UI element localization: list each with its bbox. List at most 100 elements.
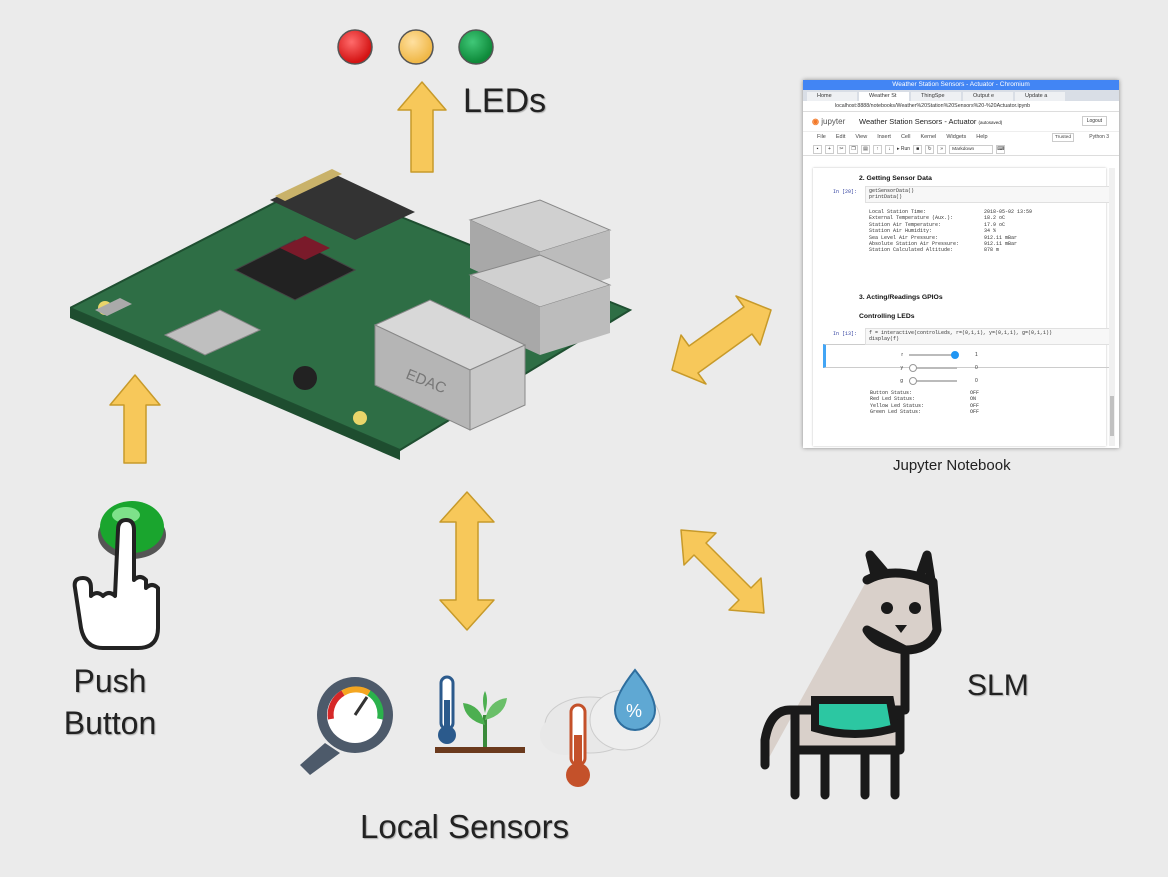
jupyter-notebook-window: Weather Station Sensors - Actuator - Chr… <box>803 80 1119 448</box>
copy-icon[interactable]: ❐ <box>849 144 858 154</box>
logout-button[interactable]: Logout <box>1081 116 1107 126</box>
jupyter-header: ◉ jupyter Weather Station Sensors - Actu… <box>803 112 1119 132</box>
push-label-line2: Button <box>63 705 157 741</box>
notebook-toolbar: ▪ + ✂ ❐ ▤ ↑ ↓ ▸ Run ■ ↻ » Markdown ⌨ <box>803 143 1119 156</box>
push-button-label: Push Button <box>50 660 170 744</box>
cut-icon[interactable]: ✂ <box>837 144 846 154</box>
jupyter-logo[interactable]: ◉ jupyter <box>812 117 846 126</box>
autosave-status: (autosaved) <box>978 120 1003 125</box>
notebook-title[interactable]: Weather Station Sensors - Actuator (auto… <box>859 117 1002 126</box>
jupyter-notebook-caption: Jupyter Notebook <box>893 457 1011 474</box>
menu-cell[interactable]: Cell <box>900 134 911 140</box>
cell1-code-line2: printData() <box>869 194 903 201</box>
leds-label: LEDs <box>463 82 547 120</box>
menu-view[interactable]: View <box>855 134 868 140</box>
tab-output[interactable]: Output e <box>963 92 1013 101</box>
arrow-board-jupyter <box>671 295 772 385</box>
trusted-badge[interactable]: Trusted <box>1051 133 1074 142</box>
output-row: External Temperature (Aux.):18.2 oC <box>869 215 1006 222</box>
push-label-line1: Push <box>73 663 147 699</box>
green-led <box>458 29 494 65</box>
led-status-output: Button Status:OFF Red Led Status:ON Yell… <box>870 390 979 416</box>
slider-track[interactable] <box>909 364 957 372</box>
slider-track[interactable] <box>909 351 959 359</box>
restart-icon[interactable]: ↻ <box>925 144 935 154</box>
slider-y[interactable]: y 0 <box>900 364 978 372</box>
code-cell-2[interactable]: f = interactive(controlLeds, r=(0,1,1), … <box>865 328 1110 345</box>
cloud-thermometer-humidity-icon: % <box>540 668 661 787</box>
cell-type-select[interactable]: Markdown <box>949 144 994 154</box>
cell1-prompt: In [20]: <box>833 189 858 195</box>
section3-heading: 3. Acting/Readings GPIOs <box>859 294 943 301</box>
output-row: Station Calculated Altitude:878 m <box>869 247 1000 254</box>
slider-r[interactable]: r 1 <box>901 351 978 359</box>
menu-kernel[interactable]: Kernel <box>920 134 937 140</box>
tab-home[interactable]: Home <box>807 92 857 101</box>
slm-label: SLM <box>967 669 1029 702</box>
add-cell-icon[interactable]: + <box>825 144 834 154</box>
output-row: Sea Level Air Pressure:912.11 mBar <box>869 234 1018 241</box>
browser-title-bar: Weather Station Sensors - Actuator - Chr… <box>803 80 1119 90</box>
slider-knob[interactable] <box>909 364 917 372</box>
output-row: Local Station Time:2018-05-02 13:59 <box>869 209 1033 215</box>
menu-edit[interactable]: Edit <box>835 134 846 140</box>
local-sensors-label: Local Sensors <box>360 808 570 845</box>
scrollbar-thumb[interactable] <box>1110 396 1114 436</box>
red-led <box>337 29 373 65</box>
sensor-output: Local Station Time:2018-05-02 13:59 Exte… <box>869 209 1032 254</box>
llama-icon <box>760 550 942 800</box>
cell1-code-line1: getSensorData() <box>869 188 915 194</box>
save-icon[interactable]: ▪ <box>813 144 822 154</box>
output-row: Yellow Led Status:OFF <box>870 402 980 409</box>
kernel-indicator: Python 3 <box>1089 134 1109 140</box>
run-button[interactable]: ▸ Run <box>897 146 911 152</box>
tab-weather-station[interactable]: Weather St <box>859 92 909 101</box>
output-row: Station Air Humidity:34 % <box>869 228 997 235</box>
menu-file[interactable]: File <box>817 134 826 140</box>
arrow-board-slm <box>680 529 765 614</box>
address-bar[interactable]: localhost:8888/notebooks/Weather%20Stati… <box>803 101 1119 112</box>
slider-g[interactable]: g 0 <box>900 377 978 385</box>
local-sensors-icons: % <box>300 668 661 787</box>
slider-knob[interactable] <box>951 351 959 359</box>
menu-widgets[interactable]: Widgets <box>946 134 967 140</box>
move-up-icon[interactable]: ↑ <box>873 144 882 154</box>
svg-text:%: % <box>626 701 642 721</box>
keyboard-icon[interactable]: ⌨ <box>996 144 1006 154</box>
menu-help[interactable]: Help <box>976 134 988 140</box>
cell2-code-line2: display(f) <box>869 336 900 343</box>
notebook-body: 2. Getting Sensor Data In [20]: getSenso… <box>813 168 1114 446</box>
controlling-leds-heading: Controlling LEDs <box>859 313 915 320</box>
cell2-code-line1: f = interactive(controlLeds, r=(0,1,1), … <box>869 330 1053 336</box>
output-row: Red Led Status:ON <box>870 396 977 403</box>
arrow-board-sensors <box>439 491 495 631</box>
menu-insert[interactable]: Insert <box>877 134 891 140</box>
code-cell-1[interactable]: getSensorData() printData() <box>865 186 1110 203</box>
fast-forward-icon[interactable]: » <box>937 144 947 154</box>
leds-group <box>337 29 494 65</box>
yellow-led <box>398 29 434 65</box>
paste-icon[interactable]: ▤ <box>861 144 870 154</box>
move-down-icon[interactable]: ↓ <box>885 144 894 154</box>
menu-bar: File Edit View Insert Cell Kernel Widget… <box>803 132 1119 143</box>
slider-knob[interactable] <box>909 377 917 385</box>
scrollbar[interactable] <box>1109 168 1115 446</box>
output-row: Absolute Station Air Pressure:912.11 mBa… <box>869 241 1018 248</box>
arrow-up-leds <box>397 81 447 173</box>
cell2-prompt: In [13]: <box>833 331 858 337</box>
output-row: Station Air Temperature:17.9 oC <box>869 221 1006 228</box>
tab-thingspeak[interactable]: ThingSpe <box>911 92 961 101</box>
tab-update[interactable]: Update a <box>1015 92 1065 101</box>
slider-track[interactable] <box>909 377 957 385</box>
browser-tabs: Home Weather St ThingSpe Output e Update… <box>803 90 1119 101</box>
gauge-icon <box>300 677 393 775</box>
notebook-title-text: Weather Station Sensors - Actuator <box>859 117 977 126</box>
run-label: Run <box>900 146 911 152</box>
section2-heading: 2. Getting Sensor Data <box>859 175 932 182</box>
stop-icon[interactable]: ■ <box>913 144 923 154</box>
push-button-icon <box>72 501 166 650</box>
jupyter-logo-text: jupyter <box>821 117 846 126</box>
thermometer-plant-icon <box>435 675 525 753</box>
output-row: Green Led Status:OFF <box>870 409 980 416</box>
